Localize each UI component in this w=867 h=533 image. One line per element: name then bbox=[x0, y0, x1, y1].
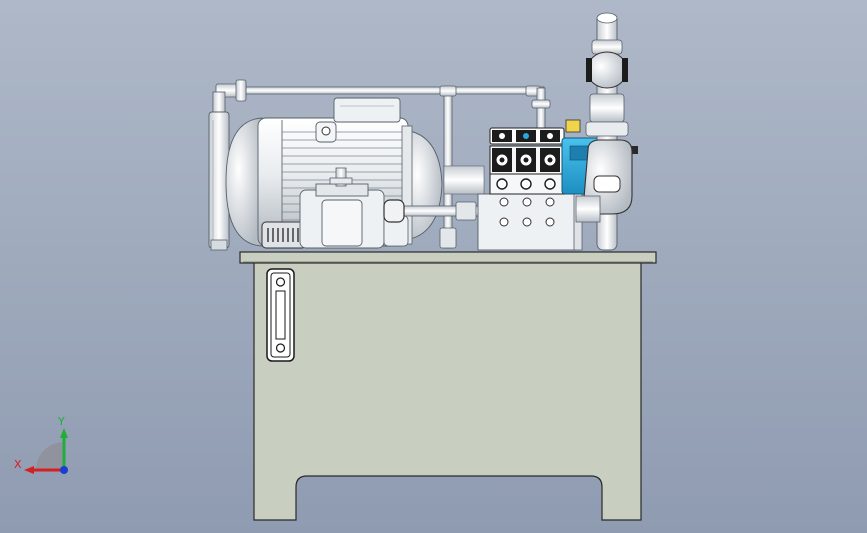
x-axis-label: X bbox=[14, 458, 22, 471]
lifting-eye bbox=[315, 121, 337, 143]
pressure-line bbox=[383, 165, 485, 249]
x-axis-head bbox=[24, 466, 34, 474]
valve-manifold-block bbox=[477, 193, 583, 251]
z-axis-dot bbox=[60, 466, 68, 474]
y-axis-head bbox=[60, 428, 68, 438]
tank-body bbox=[253, 261, 642, 521]
oil-tank bbox=[239, 251, 657, 521]
y-axis-label: Y bbox=[58, 415, 65, 428]
butterfly-valve bbox=[586, 51, 628, 89]
suction-pipe bbox=[575, 12, 638, 251]
axis-triad bbox=[24, 428, 68, 474]
solenoid-valve-stack bbox=[489, 119, 581, 195]
oil-level-gauge bbox=[266, 268, 295, 362]
motor-terminal-box bbox=[333, 97, 401, 123]
tank-lid bbox=[239, 251, 657, 264]
bell-housing bbox=[261, 167, 409, 249]
